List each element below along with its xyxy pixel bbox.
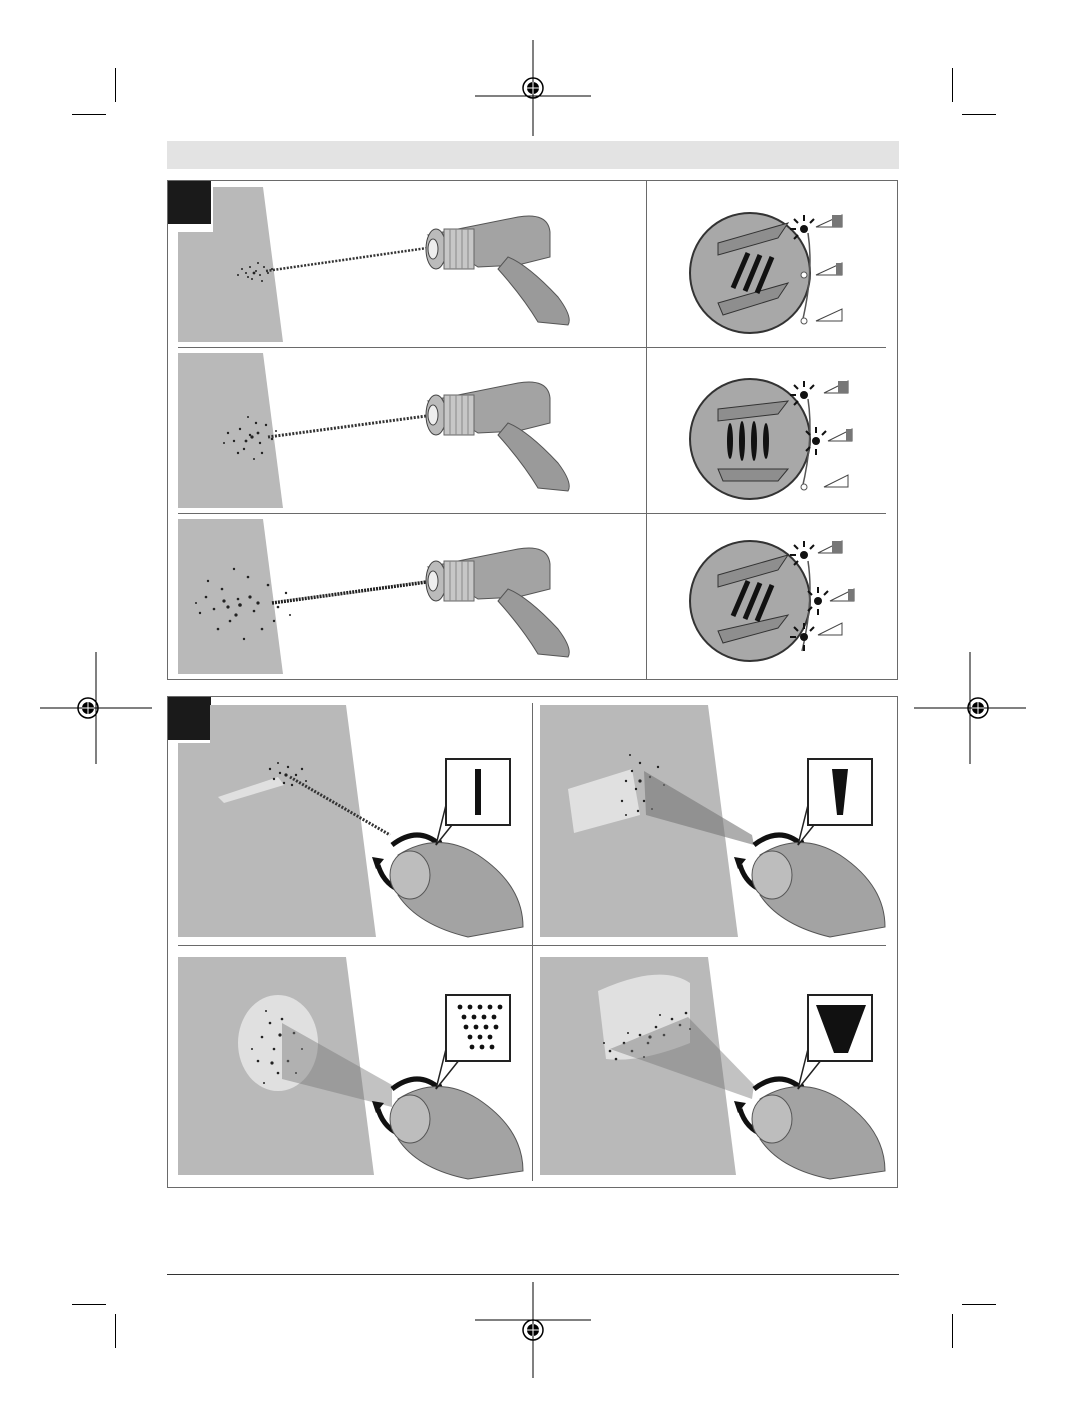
figure-a-panel: [167, 180, 898, 680]
registration-mark-top-icon: [475, 40, 591, 136]
figure-b-panel-4-scene: [540, 953, 890, 1183]
footer-rule: [167, 1274, 899, 1275]
spray-gun-icon: [426, 548, 569, 657]
line-icon: [475, 769, 481, 815]
figure-b-panel-3-scene: [178, 953, 528, 1183]
spray-gun-icon: [426, 216, 569, 325]
figure-b-panel: [167, 696, 898, 1188]
figure-a-row-2-scene: [178, 353, 638, 508]
header-band: [167, 141, 899, 169]
registration-mark-bottom-icon: [475, 1282, 591, 1378]
figure-a-row-3-scene: [178, 519, 638, 674]
figure-b-panel-1-scene: [178, 705, 528, 940]
figure-b-panel-2-scene: [540, 705, 890, 940]
registration-mark-left-icon: [40, 652, 152, 764]
figure-a-row-2-dial-icon: [678, 359, 878, 504]
figure-a-row-1-dial-icon: [678, 193, 878, 338]
registration-mark-right-icon: [914, 652, 1026, 764]
figure-a-row-3-dial-icon: [678, 525, 878, 670]
figure-a-row-1-scene: [178, 187, 638, 342]
spray-gun-icon: [426, 382, 569, 491]
